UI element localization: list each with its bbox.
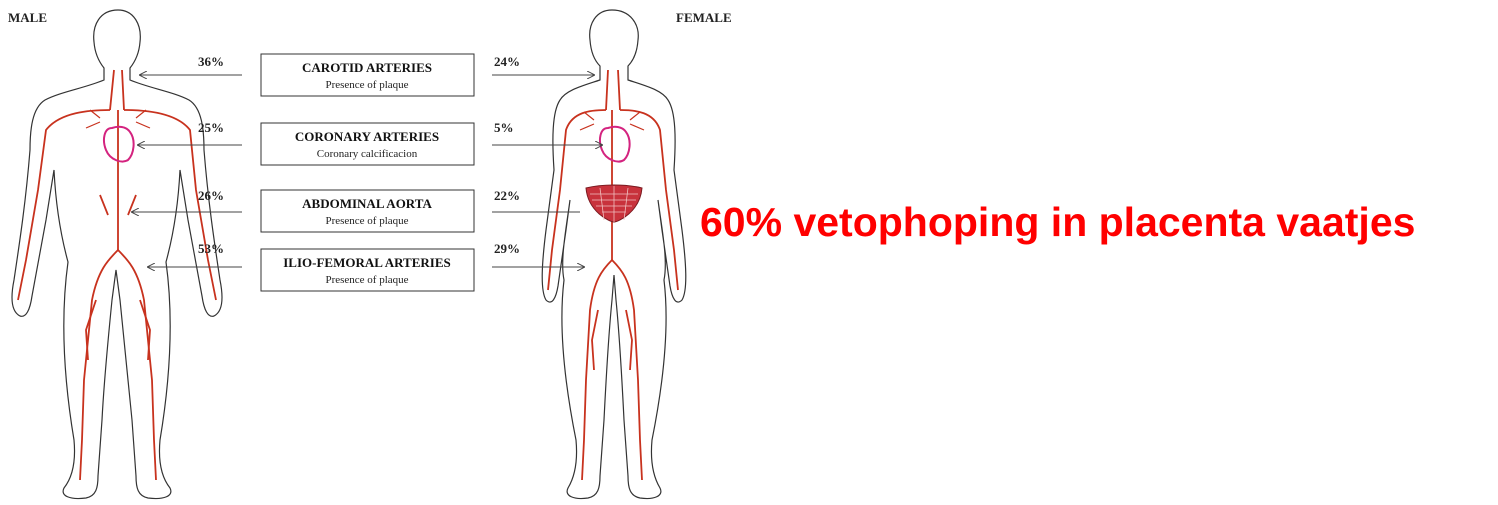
female-percent: 24% — [494, 54, 520, 69]
male-percent: 36% — [198, 54, 224, 69]
male-percent: 25% — [198, 120, 224, 135]
placenta — [586, 185, 642, 222]
site-finding: Coronary calcificacion — [317, 148, 418, 160]
site-name: CORONARY ARTERIES — [295, 129, 439, 144]
male-percent: 53% — [198, 241, 224, 256]
site-finding: Presence of plaque — [325, 274, 408, 286]
site-name: CAROTID ARTERIES — [302, 60, 432, 75]
female-label: FEMALE — [676, 10, 732, 25]
male-percent: 26% — [198, 188, 224, 203]
female-percent: 22% — [494, 188, 520, 203]
male-body-outline — [12, 10, 222, 499]
female-figure — [542, 10, 686, 499]
site-finding: Presence of plaque — [325, 215, 408, 227]
female-arteries — [548, 70, 678, 480]
female-percent: 29% — [494, 241, 520, 256]
male-label: MALE — [8, 10, 47, 25]
male-figure — [12, 10, 222, 499]
female-body-outline — [542, 10, 686, 499]
site-finding: Presence of plaque — [325, 79, 408, 91]
site-row-carotid: 36% 24% CAROTID ARTERIES Presence of pla… — [140, 54, 594, 96]
site-name: ABDOMINAL AORTA — [302, 196, 432, 211]
headline: 60% vetophoping in placenta vaatjes — [700, 196, 1415, 248]
female-heart — [600, 127, 630, 162]
female-percent: 5% — [494, 120, 514, 135]
site-row-coronary: 25% 5% CORONARY ARTERIES Coronary calcif… — [138, 120, 602, 165]
site-name: ILIO-FEMORAL ARTERIES — [283, 255, 451, 270]
